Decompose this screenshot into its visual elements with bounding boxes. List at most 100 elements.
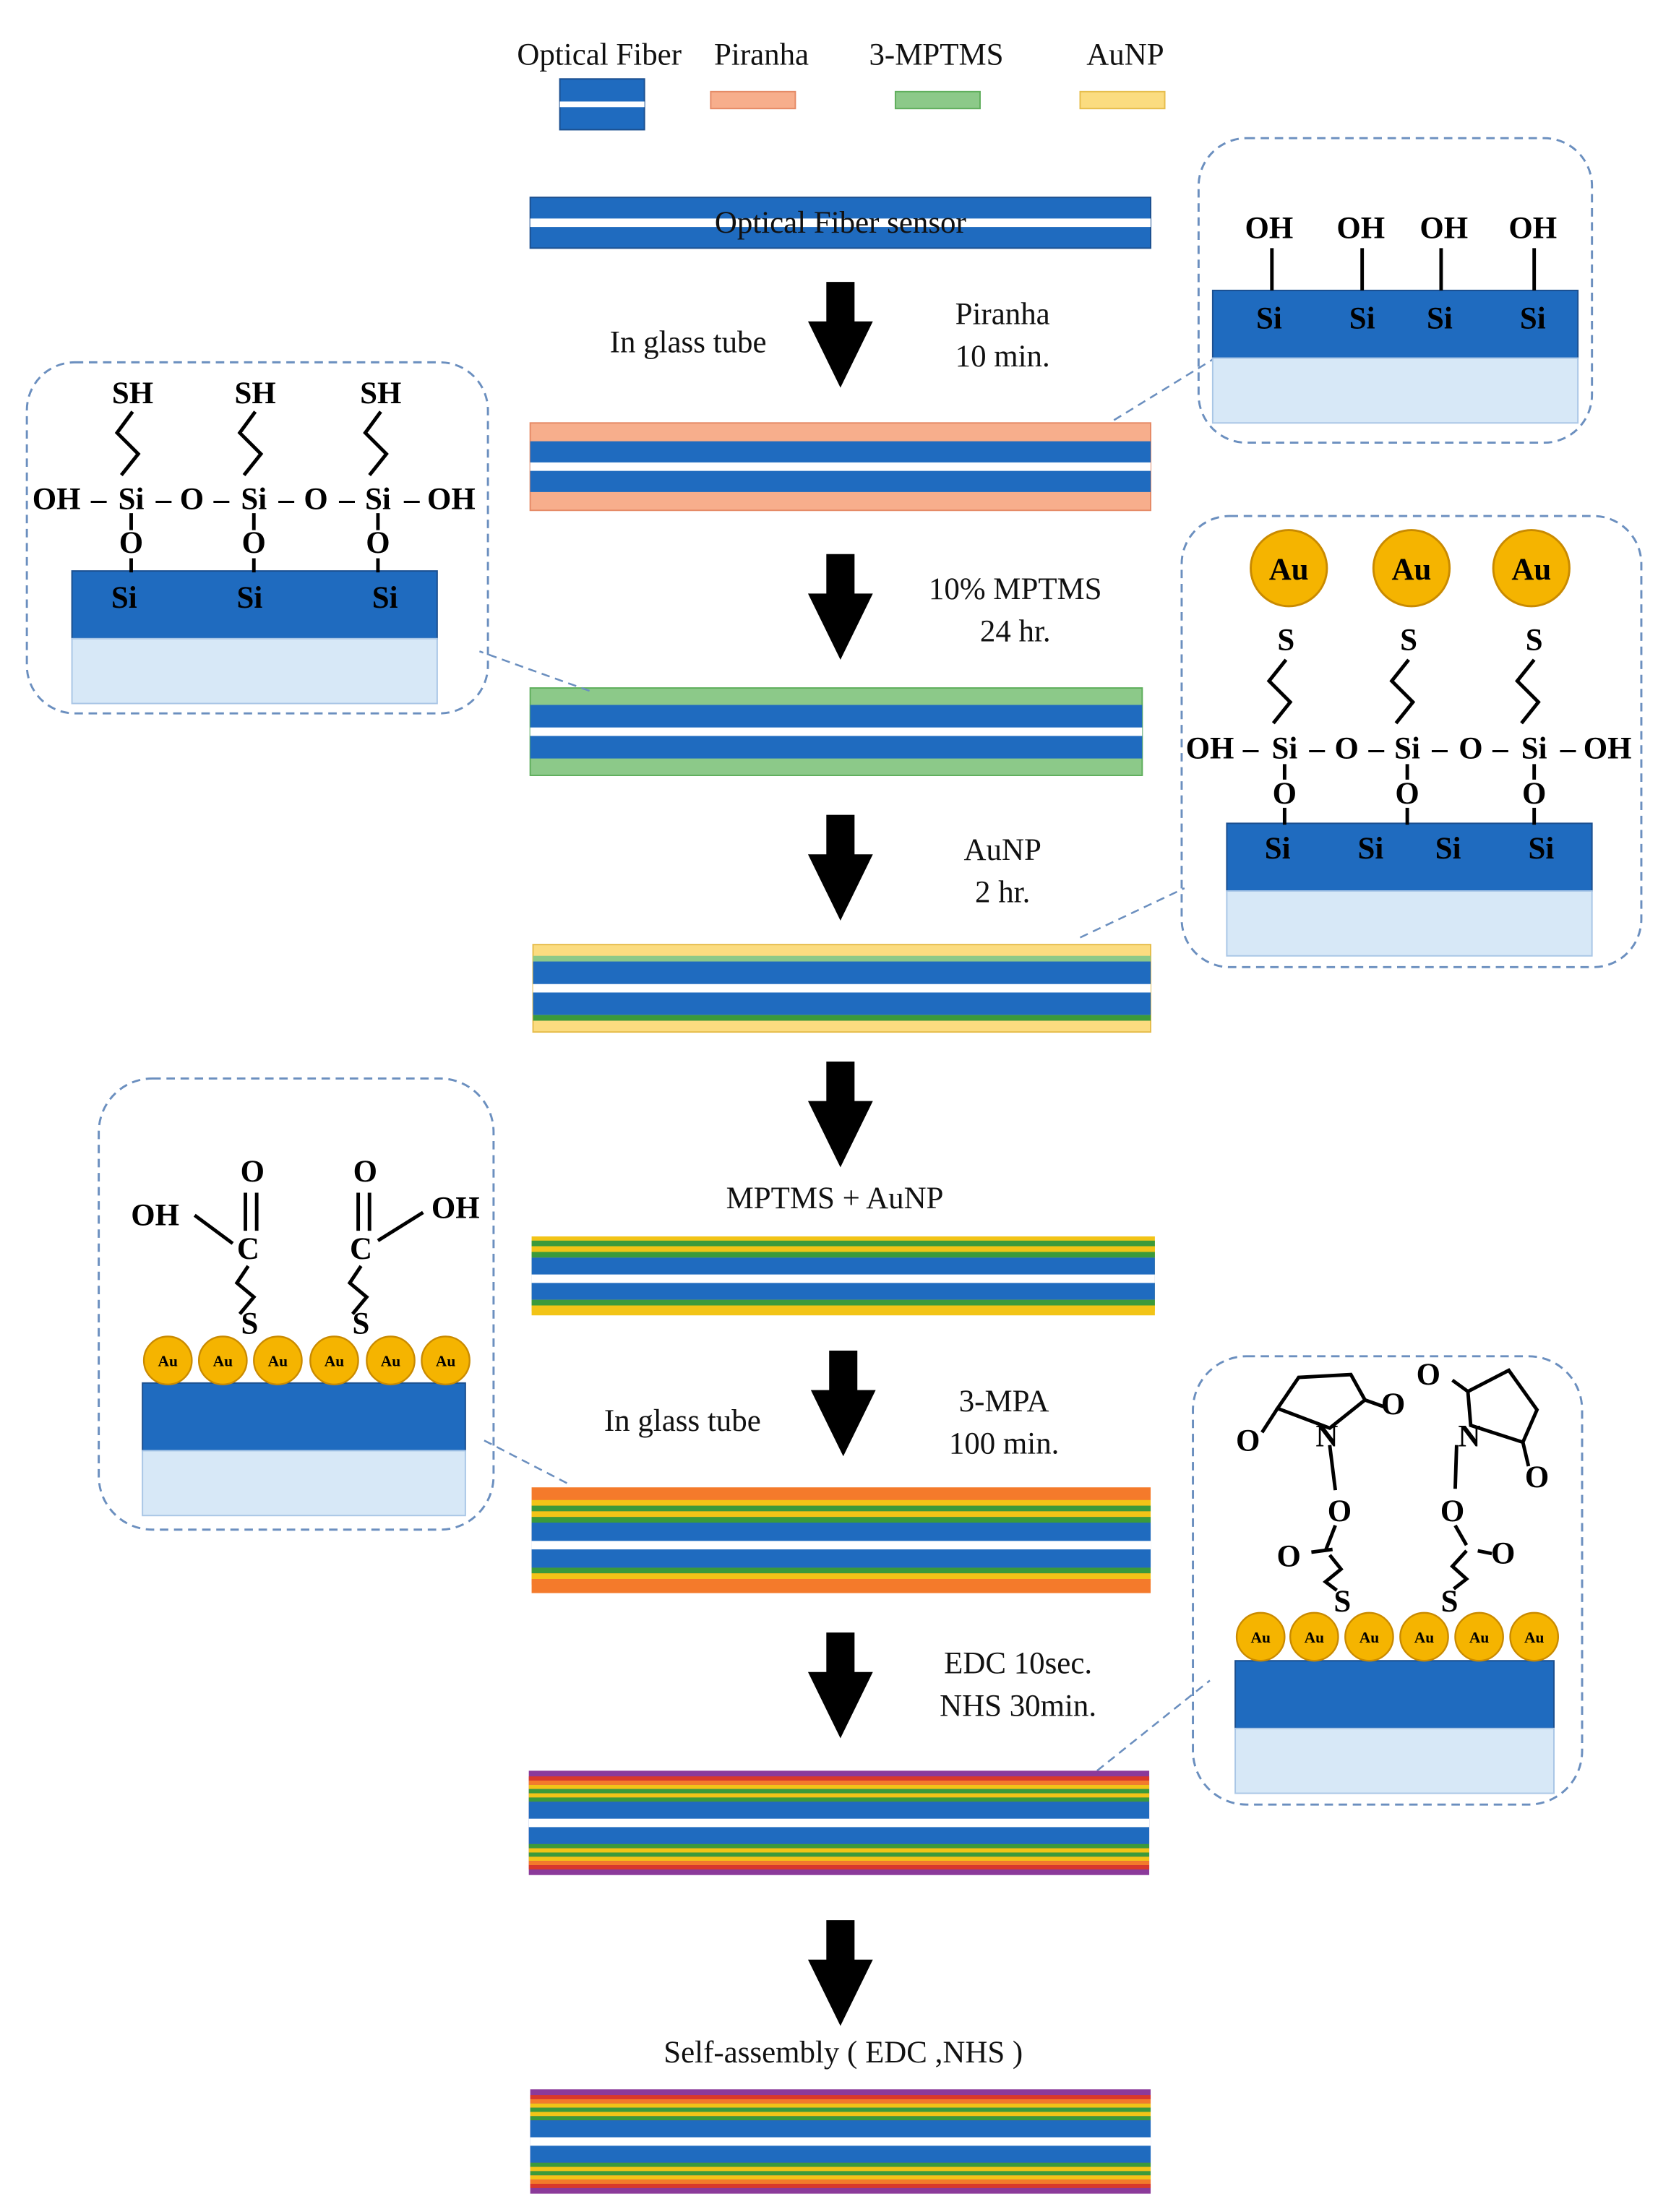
- fiber-mptms-aunp: [531, 1236, 1155, 1316]
- oh-group: OH: [1186, 732, 1234, 766]
- c-atom: C: [350, 1232, 372, 1266]
- fiber-edc-nhs: [528, 1770, 1150, 1875]
- si-atom: Si: [241, 482, 267, 516]
- au-label: Au: [1414, 1629, 1434, 1646]
- si-atom: Si: [1394, 732, 1420, 766]
- au-label: Au: [268, 1352, 288, 1369]
- legend-label-piranha: Piranha: [714, 38, 809, 72]
- step-arrow-2: [807, 554, 873, 660]
- si-atom: Si: [1349, 302, 1375, 336]
- o-atom: O: [353, 1155, 377, 1189]
- step-6-reagent-edc: EDC 10sec.: [944, 1647, 1092, 1681]
- step-7-label: Self-assembly ( EDC ,NHS ): [663, 2036, 1023, 2070]
- step-4-label: MPTMS + AuNP: [726, 1182, 944, 1215]
- legend: Optical Fiber Piranha 3-MPTMS AuNP: [517, 38, 1166, 131]
- step-arrow-3: [807, 814, 873, 921]
- o-atom: O: [304, 482, 327, 516]
- legend-label-mptms: 3-MPTMS: [869, 38, 1003, 72]
- n-atom: N: [1458, 1420, 1480, 1454]
- step-2-reagent: 10% MPTMS: [929, 572, 1102, 606]
- o-atom: O: [366, 526, 390, 560]
- legend-label-aunp: AuNP: [1086, 38, 1164, 72]
- legend-swatch-optical-fiber: [559, 78, 645, 131]
- oh-group: OH: [33, 482, 81, 516]
- sh-group: SH: [360, 376, 401, 410]
- bond-dash: –: [90, 482, 107, 516]
- bond-dash: –: [403, 482, 420, 516]
- si-atom: Si: [1435, 832, 1461, 866]
- s-atom: S: [353, 1307, 370, 1341]
- au-label: Au: [1392, 553, 1432, 587]
- o-atom: O: [1417, 1358, 1440, 1392]
- si-atom: Si: [111, 581, 137, 615]
- o-atom: O: [241, 1155, 265, 1189]
- step-3-time: 2 hr.: [975, 876, 1030, 910]
- o-atom: O: [1522, 777, 1546, 811]
- step-1-left-label: In glass tube: [610, 326, 767, 360]
- legend-label-optical-fiber: Optical Fiber: [517, 38, 682, 72]
- si-atom: Si: [1529, 832, 1555, 866]
- oh-group: OH: [1508, 212, 1557, 246]
- bond-dash: –: [1309, 732, 1326, 766]
- callout-mpa-on-au: Au Au Au Au Au Au O C OH S O C OH S: [98, 1077, 567, 1531]
- au-label: Au: [213, 1352, 233, 1369]
- o-atom: O: [1328, 1494, 1352, 1528]
- au-label: Au: [1469, 1629, 1489, 1646]
- si-atom: Si: [1256, 302, 1282, 336]
- s-atom: S: [1441, 1585, 1459, 1619]
- legend-swatch-aunp: [1079, 90, 1166, 110]
- bond-dash: –: [278, 482, 294, 516]
- bond-dash: –: [338, 482, 355, 516]
- si-atom: Si: [1520, 302, 1546, 336]
- o-atom: O: [1381, 1387, 1405, 1421]
- oh-group: OH: [431, 1192, 480, 1226]
- fiber-mptms: [529, 687, 1143, 776]
- step-2-time: 24 hr.: [980, 615, 1051, 649]
- callout-aunp-on-mptms: Au Au Au S S S OH – Si – O – Si – O – Si…: [1079, 515, 1643, 968]
- step-3-reagent: AuNP: [964, 833, 1041, 867]
- c-atom: C: [237, 1232, 259, 1266]
- fiber-mpa: [531, 1487, 1151, 1593]
- sh-group: SH: [235, 376, 276, 410]
- step-arrow-1: [807, 282, 873, 388]
- o-atom: O: [119, 526, 143, 560]
- o-atom: O: [1236, 1424, 1260, 1458]
- o-atom: O: [1335, 732, 1359, 766]
- callout-nhs-ester: Au Au Au Au Au Au O O N: [1096, 1355, 1584, 1806]
- sh-group: SH: [112, 376, 153, 410]
- fiber-bare: Optical Fiber sensor: [529, 197, 1152, 249]
- step-5-time: 100 min.: [949, 1426, 1060, 1460]
- step-arrow-5: [810, 1350, 876, 1457]
- callout-mptms-surface: SH SH SH OH – Si – O – Si – O – Si – OH: [25, 361, 590, 715]
- o-atom: O: [1395, 777, 1419, 811]
- si-atom: Si: [1357, 832, 1383, 866]
- step-5-reagent: 3-MPA: [959, 1385, 1049, 1419]
- oh-group: OH: [1336, 212, 1385, 246]
- step-arrow-7: [807, 1920, 873, 2026]
- o-atom: O: [1525, 1460, 1549, 1494]
- oh-group: OH: [131, 1198, 179, 1232]
- au-label: Au: [1359, 1629, 1379, 1646]
- fiber-self-assembled: [530, 2089, 1151, 2194]
- fiber-aunp: [532, 944, 1152, 1033]
- o-atom: O: [180, 482, 204, 516]
- s-atom: S: [1277, 623, 1294, 657]
- bond-dash: –: [1242, 732, 1259, 766]
- o-atom: O: [1440, 1494, 1464, 1528]
- bond-dash: –: [1560, 732, 1576, 766]
- si-atom: Si: [365, 482, 391, 516]
- si-atom: Si: [372, 581, 398, 615]
- step-6-reagent-nhs: NHS 30min.: [940, 1689, 1096, 1723]
- s-atom: S: [1526, 623, 1543, 657]
- bond-dash: –: [155, 482, 172, 516]
- au-label: Au: [381, 1352, 400, 1369]
- si-atom: Si: [119, 482, 145, 516]
- s-atom: S: [1333, 1585, 1351, 1619]
- au-label: Au: [1524, 1629, 1544, 1646]
- si-atom: Si: [236, 581, 262, 615]
- step-arrow-6: [807, 1632, 873, 1739]
- oh-group: OH: [1245, 212, 1294, 246]
- o-atom: O: [1491, 1537, 1515, 1571]
- si-atom: Si: [1427, 302, 1453, 336]
